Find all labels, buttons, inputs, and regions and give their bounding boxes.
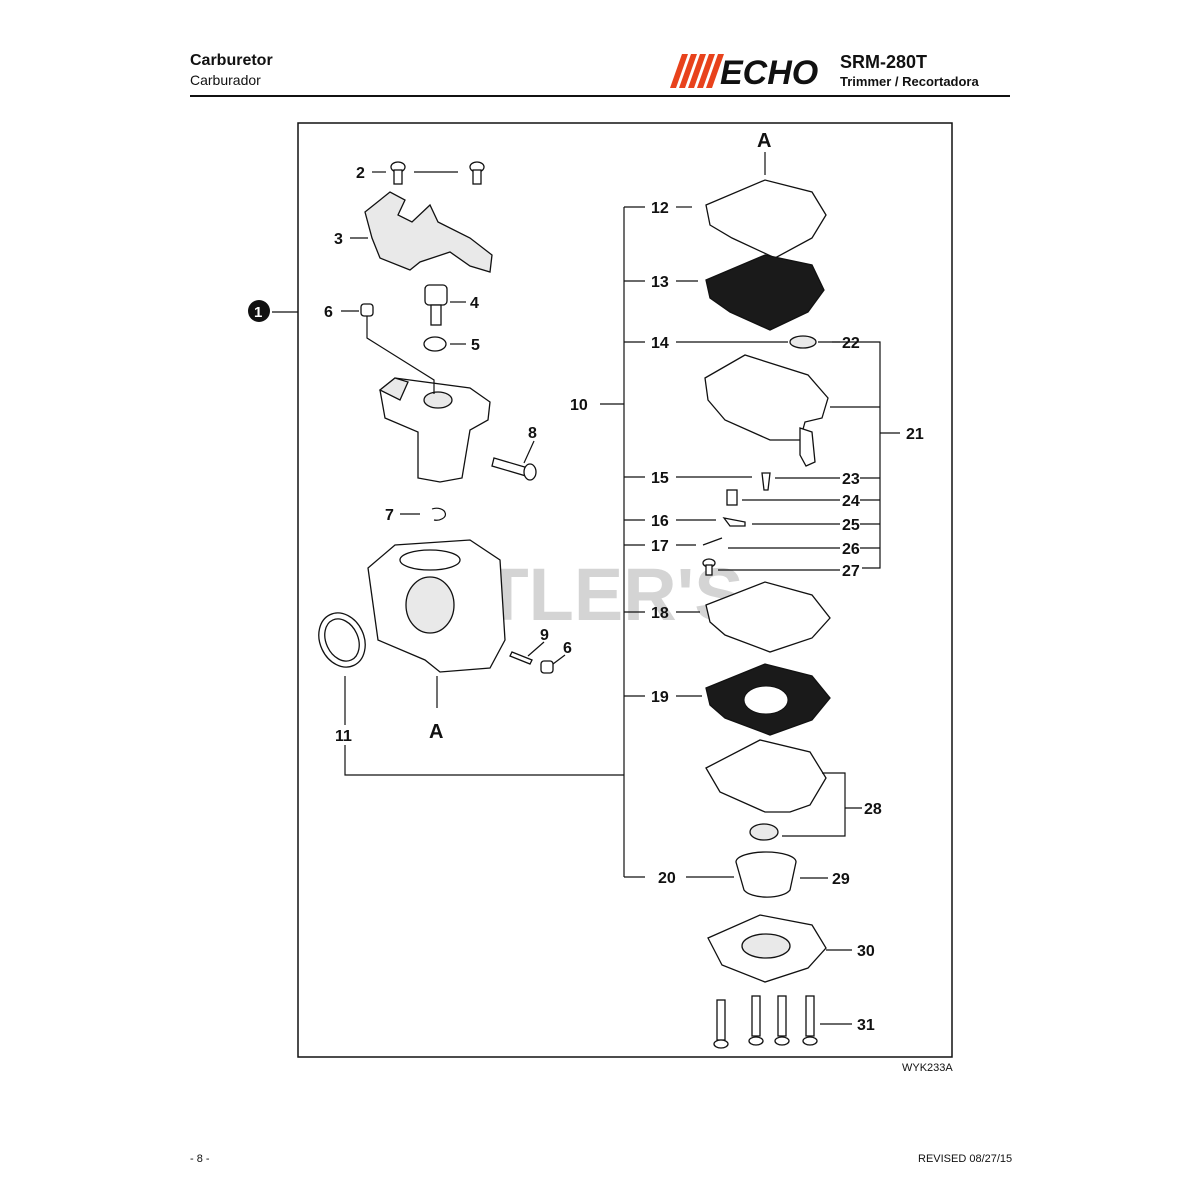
pin-26 xyxy=(702,537,723,546)
primer-cover-opening xyxy=(741,933,791,959)
throttle-plate-3 xyxy=(364,191,493,273)
callout-10: 10 xyxy=(570,397,588,414)
screw-27 xyxy=(702,558,716,576)
callout-21: 21 xyxy=(906,426,924,443)
screw-9 xyxy=(509,651,533,665)
callout-31: 31 xyxy=(857,1017,875,1034)
callout-30: 30 xyxy=(857,943,875,960)
callout-27: 27 xyxy=(842,563,860,580)
marker-a-top: A xyxy=(757,130,771,152)
carburetor-top-bore xyxy=(399,549,461,571)
cover-28 xyxy=(705,739,827,813)
callout-13: 13 xyxy=(651,274,669,291)
callout-22: 22 xyxy=(842,335,860,352)
callout-5: 5 xyxy=(471,337,480,354)
callout-14: 14 xyxy=(651,335,669,352)
diagram-reference-code: WYK233A xyxy=(902,1062,953,1074)
clip-7 xyxy=(431,507,447,521)
header-divider xyxy=(190,95,1010,97)
callout-8: 8 xyxy=(528,425,537,442)
throttle-body-bore xyxy=(423,391,453,409)
carburetor-bore xyxy=(405,576,455,634)
echo-logo: ECHO xyxy=(670,54,818,88)
throttle-body xyxy=(379,377,491,483)
primer-bulb-29 xyxy=(735,851,797,898)
callout-11: 11 xyxy=(335,728,352,745)
screw-2-right xyxy=(469,161,485,185)
throttle-knob-4 xyxy=(424,284,448,326)
callout-3: 3 xyxy=(334,231,343,248)
cap-6-top xyxy=(360,303,374,317)
seal-ring-11 xyxy=(318,612,366,668)
gasket-12 xyxy=(705,179,827,259)
assembly-badge-label: 1 xyxy=(254,304,262,321)
callout-6-top: 6 xyxy=(324,304,333,321)
assembly-badge-1: 1 xyxy=(248,300,270,322)
callout-15: 15 xyxy=(651,470,669,487)
valve-28 xyxy=(749,823,779,841)
logo-stripes xyxy=(670,54,724,88)
callout-17: 17 xyxy=(651,538,669,555)
revision-date: REVISED 08/27/15 xyxy=(918,1153,1013,1165)
lever-25 xyxy=(722,517,746,527)
brand-wordmark: ECHO xyxy=(720,54,818,88)
callout-6-bottom: 6 xyxy=(563,640,572,657)
throttle-body-lever xyxy=(378,377,409,401)
callout-2: 2 xyxy=(356,165,365,182)
section-subtitle: Carburador xyxy=(190,72,261,88)
model-description: Trimmer / Recortadora xyxy=(840,74,979,89)
diaphragm-19-center xyxy=(743,685,789,715)
callout-24: 24 xyxy=(842,493,860,510)
washer-5 xyxy=(423,336,447,352)
callout-19: 19 xyxy=(651,689,669,706)
callout-12: 12 xyxy=(651,200,669,217)
gasket-18 xyxy=(705,581,831,653)
fuel-fitting xyxy=(799,427,816,467)
marker-a-bottom: A xyxy=(429,721,443,743)
callout-26: 26 xyxy=(842,541,860,558)
callout-16: 16 xyxy=(651,513,669,530)
leader-lines xyxy=(272,152,900,1025)
callout-29: 29 xyxy=(832,871,850,888)
callout-7: 7 xyxy=(385,507,394,524)
model-number: SRM-280T xyxy=(840,52,928,72)
spring-24 xyxy=(726,489,738,506)
diaphragm-13 xyxy=(705,254,825,331)
diagram-frame xyxy=(297,122,953,1058)
page-number: - 8 - xyxy=(190,1153,210,1165)
callout-4: 4 xyxy=(470,295,479,312)
callout-25: 25 xyxy=(842,517,860,534)
callout-20: 20 xyxy=(658,870,676,887)
screw-8 xyxy=(491,457,537,481)
section-title: Carburetor xyxy=(190,52,273,69)
pump-body-21 xyxy=(704,354,829,441)
callout-23: 23 xyxy=(842,471,860,488)
callout-9: 9 xyxy=(540,627,549,644)
callout-28: 28 xyxy=(864,801,882,818)
needle-23 xyxy=(761,472,771,491)
screen-22 xyxy=(789,335,817,349)
screws-31 xyxy=(713,995,818,1049)
callout-18: 18 xyxy=(651,605,669,622)
screw-2-left xyxy=(390,161,406,185)
cap-6-bottom xyxy=(540,660,554,674)
